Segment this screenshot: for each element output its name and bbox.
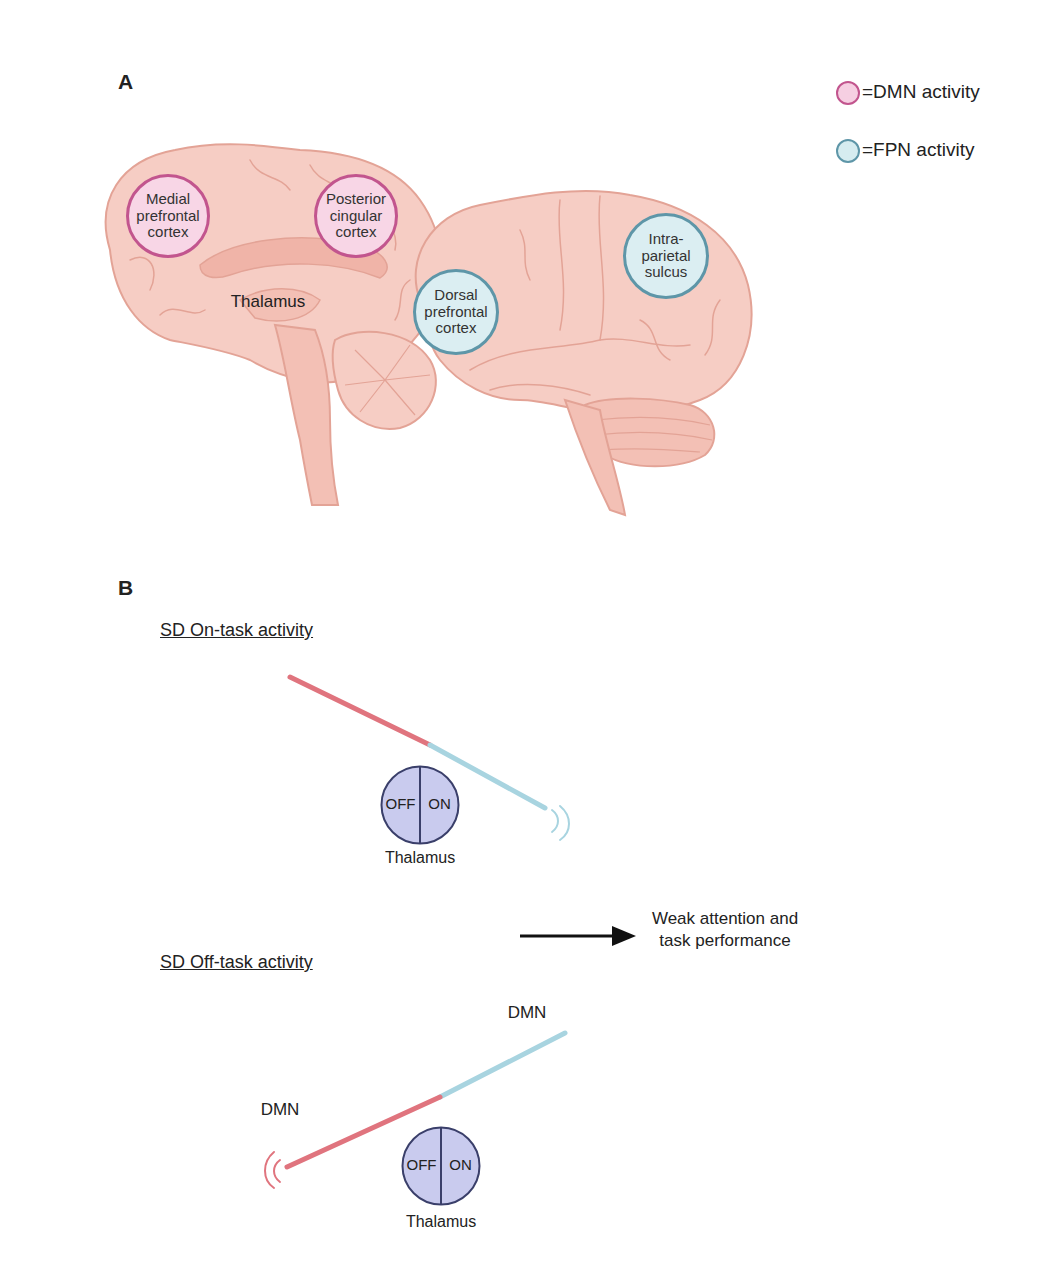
node-caption: Thalamus [406,1213,476,1231]
region-circle: Intra-parietal sulcus [623,213,709,299]
condition-heading: SD On-task activity [160,620,313,641]
off-task-line [265,1033,565,1188]
outcome-arrow [520,926,636,946]
structure-label: Thalamus [231,292,306,312]
sagittal-brain [106,144,442,505]
region-name: Posterior cingular cortex [321,191,391,241]
region-name: Medial prefrontal cortex [133,191,203,241]
legend-swatch [836,81,860,105]
region-circle: Medial prefrontal cortex [126,174,210,258]
region-name: Intra-parietal sulcus [630,231,702,281]
node-caption: Thalamus [385,849,455,867]
thalamus-switch: OFFONThalamus [380,765,460,845]
network-label: DMN [508,1003,547,1023]
region-circle: Posterior cingular cortex [314,174,398,258]
legend-swatch [836,139,860,163]
off-state: OFF [382,796,419,813]
on-state: ON [442,1157,479,1174]
panel-letter: A [118,70,133,94]
legend-text: =FPN activity [862,139,974,161]
off-state: OFF [403,1157,440,1174]
thalamus-switch: OFFONThalamus [401,1126,481,1206]
outcome-note: Weak attention and task performance [640,908,810,952]
condition-heading: SD Off-task activity [160,952,313,973]
on-state: ON [421,796,458,813]
network-label: DMN [261,1100,300,1120]
panel-letter: B [118,576,133,600]
legend-text: =DMN activity [862,81,980,103]
region-name: Dorsal prefrontal cortex [420,287,492,337]
region-circle: Dorsal prefrontal cortex [413,269,499,355]
